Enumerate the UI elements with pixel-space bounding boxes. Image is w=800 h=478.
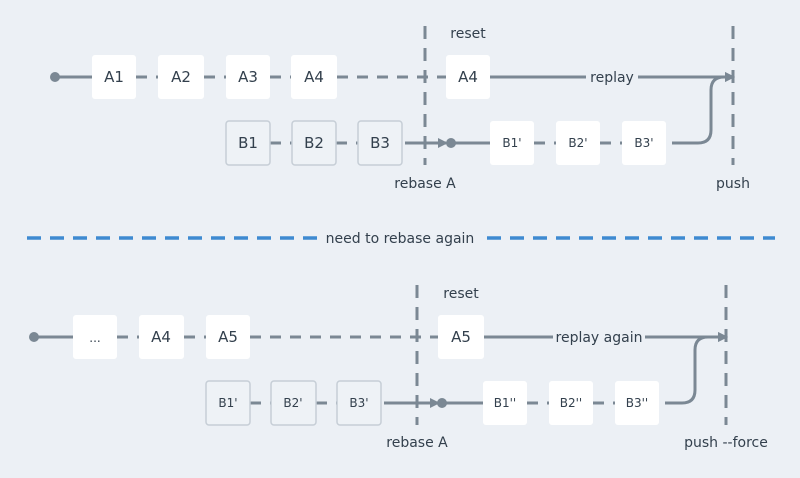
top-reset-label: reset	[450, 26, 486, 42]
bottom-branch-commit-B3	[336, 380, 382, 426]
top-push-curve	[672, 72, 735, 145]
bottom-commit-A5-label: A5	[218, 328, 238, 346]
top-reset-commit-label: A4	[458, 68, 478, 86]
top-scenario: replay A1 A2 A3 A4 A4 reset rebase A pus…	[50, 26, 750, 192]
bottom-push-curve	[665, 332, 728, 405]
top-branch-commit-B1-label: B1	[238, 134, 258, 152]
bottom-branch-commit-B3-label: B3'	[349, 396, 368, 410]
bottom-commit-A4	[139, 315, 184, 359]
top-branch-commit-B2-label: B2	[304, 134, 324, 152]
bottom-rebased-commit-B1-label: B1''	[494, 396, 516, 410]
bottom-commit-A4-label: A4	[151, 328, 171, 346]
top-reset-commit	[446, 55, 490, 99]
bottom-reset-commit	[438, 315, 484, 359]
bottom-commit-ellipsis-label: ...	[89, 331, 100, 345]
bottom-commit-A5	[206, 315, 250, 359]
top-rebased-commit-B1-label: B1'	[502, 136, 521, 150]
bottom-replay-label: replay again	[556, 330, 643, 346]
top-rebased-commit-B2	[556, 121, 600, 165]
bottom-rebased-commit-B2	[549, 381, 593, 425]
section-divider: need to rebase again	[27, 226, 775, 250]
top-commit-A4	[291, 55, 337, 99]
top-branch-commit-B3	[357, 120, 403, 166]
bottom-rebased-commit-B1	[483, 381, 527, 425]
bottom-rebased-commit-B3-label: B3''	[626, 396, 648, 410]
divider-label: need to rebase again	[326, 231, 475, 247]
bottom-branch-commit-B2	[270, 380, 317, 426]
top-commit-A1-label: A1	[104, 68, 124, 86]
top-branch-commit-B3-label: B3	[370, 134, 390, 152]
top-commit-A1	[92, 55, 136, 99]
bottom-reset-commit-label: A5	[451, 328, 471, 346]
bottom-rebase-label: rebase A	[386, 435, 448, 451]
bottom-push-label: push --force	[684, 435, 768, 451]
bottom-commit-ellipsis	[73, 315, 117, 359]
top-rebased-commit-B3	[622, 121, 666, 165]
bottom-scenario: replay again ... A4 A5 A5 reset rebase A…	[29, 285, 768, 451]
top-commit-A3	[226, 55, 270, 99]
top-commit-A2	[158, 55, 204, 99]
bottom-branch-commit-B1	[205, 380, 251, 426]
top-replay-label: replay	[590, 70, 634, 86]
top-rebase-label: rebase A	[394, 176, 456, 192]
top-commit-A3-label: A3	[238, 68, 258, 86]
bottom-rebased-commit-B3	[615, 381, 659, 425]
top-commit-A4-label: A4	[304, 68, 324, 86]
top-push-label: push	[716, 176, 750, 192]
top-rebased-commit-B3-label: B3'	[634, 136, 653, 150]
top-commit-A2-label: A2	[171, 68, 191, 86]
top-rebased-commit-B2-label: B2'	[568, 136, 587, 150]
bottom-reset-label: reset	[443, 286, 479, 302]
bottom-branch-commit-B1-label: B1'	[218, 396, 237, 410]
top-branch-commit-B2	[291, 120, 337, 166]
top-branch-commit-B1	[225, 120, 271, 166]
top-rebased-commit-B1	[490, 121, 534, 165]
bottom-branch-commit-B2-label: B2'	[283, 396, 302, 410]
bottom-rebased-commit-B2-label: B2''	[560, 396, 582, 410]
